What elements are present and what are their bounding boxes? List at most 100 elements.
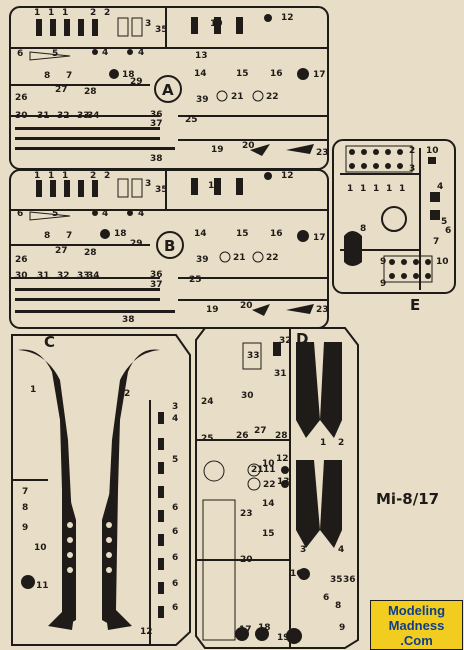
svg-text:27: 27 <box>55 246 68 256</box>
svg-text:13: 13 <box>277 477 290 487</box>
svg-text:31: 31 <box>274 369 287 379</box>
svg-text:36: 36 <box>150 270 163 280</box>
svg-text:3: 3 <box>409 164 415 174</box>
svg-text:6: 6 <box>17 209 23 219</box>
svg-text:4: 4 <box>172 414 178 424</box>
svg-text:38: 38 <box>150 154 163 164</box>
svg-text:7: 7 <box>433 237 439 247</box>
svg-text:2: 2 <box>90 171 96 181</box>
svg-text:1: 1 <box>48 171 54 181</box>
sprue-b: B 1 1 1 2 2 3 35 10 12 6 5 4 4 8 7 18 29… <box>9 169 329 329</box>
sprue-e: 2 3 10 1 1 1 1 1 4 5 6 7 8 9 9 10 E <box>332 139 456 314</box>
sprue-c-label: C <box>44 333 55 351</box>
svg-text:5: 5 <box>52 209 58 219</box>
svg-text:6: 6 <box>445 226 451 236</box>
svg-text:7: 7 <box>66 231 72 241</box>
svg-text:1: 1 <box>386 184 392 194</box>
model-title: Mi-8/17 <box>376 490 440 508</box>
sprue-d-label: D <box>296 330 308 348</box>
svg-text:19: 19 <box>206 305 219 315</box>
svg-text:22: 22 <box>266 92 279 102</box>
svg-text:25: 25 <box>189 275 202 285</box>
svg-text:1: 1 <box>347 184 353 194</box>
svg-text:27: 27 <box>55 85 68 95</box>
svg-text:35: 35 <box>155 185 168 195</box>
svg-text:4: 4 <box>437 182 443 192</box>
svg-text:21: 21 <box>251 465 264 475</box>
svg-text:35: 35 <box>330 575 343 585</box>
svg-text:1: 1 <box>34 171 40 181</box>
svg-text:25: 25 <box>185 115 198 125</box>
svg-text:35: 35 <box>155 25 168 35</box>
sprue-a: A 1 1 1 2 2 3 35 10 12 13 6 5 4 4 8 7 18… <box>9 6 329 170</box>
svg-text:13: 13 <box>195 51 208 61</box>
svg-text:4: 4 <box>102 48 108 58</box>
svg-text:19: 19 <box>211 145 224 155</box>
svg-text:37: 37 <box>150 280 163 290</box>
svg-text:28: 28 <box>84 248 97 258</box>
svg-text:20: 20 <box>240 301 253 311</box>
svg-text:5: 5 <box>52 49 58 59</box>
svg-text:8: 8 <box>44 231 50 241</box>
svg-text:18: 18 <box>258 623 271 633</box>
svg-text:24: 24 <box>201 397 214 407</box>
logo-line-3: .Com <box>400 633 433 648</box>
svg-text:16: 16 <box>270 229 283 239</box>
svg-text:15: 15 <box>236 229 249 239</box>
svg-text:10: 10 <box>208 181 221 191</box>
svg-text:1: 1 <box>373 184 379 194</box>
svg-text:18: 18 <box>114 229 127 239</box>
svg-text:27: 27 <box>254 426 267 436</box>
svg-text:1: 1 <box>30 385 36 395</box>
svg-text:34: 34 <box>87 111 100 121</box>
svg-text:30: 30 <box>15 111 28 121</box>
svg-text:34: 34 <box>87 271 100 281</box>
svg-text:12: 12 <box>140 627 153 637</box>
svg-text:10: 10 <box>210 19 223 29</box>
svg-text:9: 9 <box>380 257 386 267</box>
svg-text:10: 10 <box>436 257 449 267</box>
svg-text:26: 26 <box>236 431 249 441</box>
svg-text:17: 17 <box>313 233 326 243</box>
svg-text:9: 9 <box>339 623 345 633</box>
svg-text:10: 10 <box>426 146 439 156</box>
svg-text:23: 23 <box>316 148 329 158</box>
svg-text:2: 2 <box>104 171 110 181</box>
svg-text:1: 1 <box>360 184 366 194</box>
svg-text:12: 12 <box>281 13 294 23</box>
svg-text:32: 32 <box>57 271 70 281</box>
svg-text:1: 1 <box>34 8 40 18</box>
svg-text:6: 6 <box>172 579 178 589</box>
svg-text:6: 6 <box>172 553 178 563</box>
svg-text:37: 37 <box>150 119 163 129</box>
svg-text:20: 20 <box>242 141 255 151</box>
svg-text:28: 28 <box>275 431 288 441</box>
sprue-a-label: A <box>162 81 174 99</box>
svg-text:23: 23 <box>316 305 329 315</box>
svg-text:15: 15 <box>262 529 275 539</box>
svg-text:8: 8 <box>44 71 50 81</box>
logo-line-1: Modeling <box>387 603 446 618</box>
svg-text:28: 28 <box>84 87 97 97</box>
svg-text:3: 3 <box>300 545 306 555</box>
svg-text:2: 2 <box>104 8 110 18</box>
svg-text:14: 14 <box>262 499 275 509</box>
svg-text:3: 3 <box>145 179 151 189</box>
svg-text:29: 29 <box>130 77 143 87</box>
sprue-e-label: E <box>410 296 420 314</box>
svg-text:9: 9 <box>380 279 386 289</box>
svg-text:2: 2 <box>409 146 415 156</box>
svg-text:33: 33 <box>77 271 90 281</box>
svg-text:29: 29 <box>130 239 143 249</box>
sprue-c: C 1 2 3 4 5 6 6 6 6 6 7 8 9 10 11 12 <box>11 333 191 646</box>
svg-text:4: 4 <box>338 545 344 555</box>
svg-text:16: 16 <box>290 569 303 579</box>
svg-text:12: 12 <box>276 454 289 464</box>
svg-text:22: 22 <box>266 253 279 263</box>
svg-text:2: 2 <box>338 438 344 448</box>
svg-text:9: 9 <box>22 523 28 533</box>
svg-text:6: 6 <box>17 49 23 59</box>
svg-text:15: 15 <box>236 69 249 79</box>
